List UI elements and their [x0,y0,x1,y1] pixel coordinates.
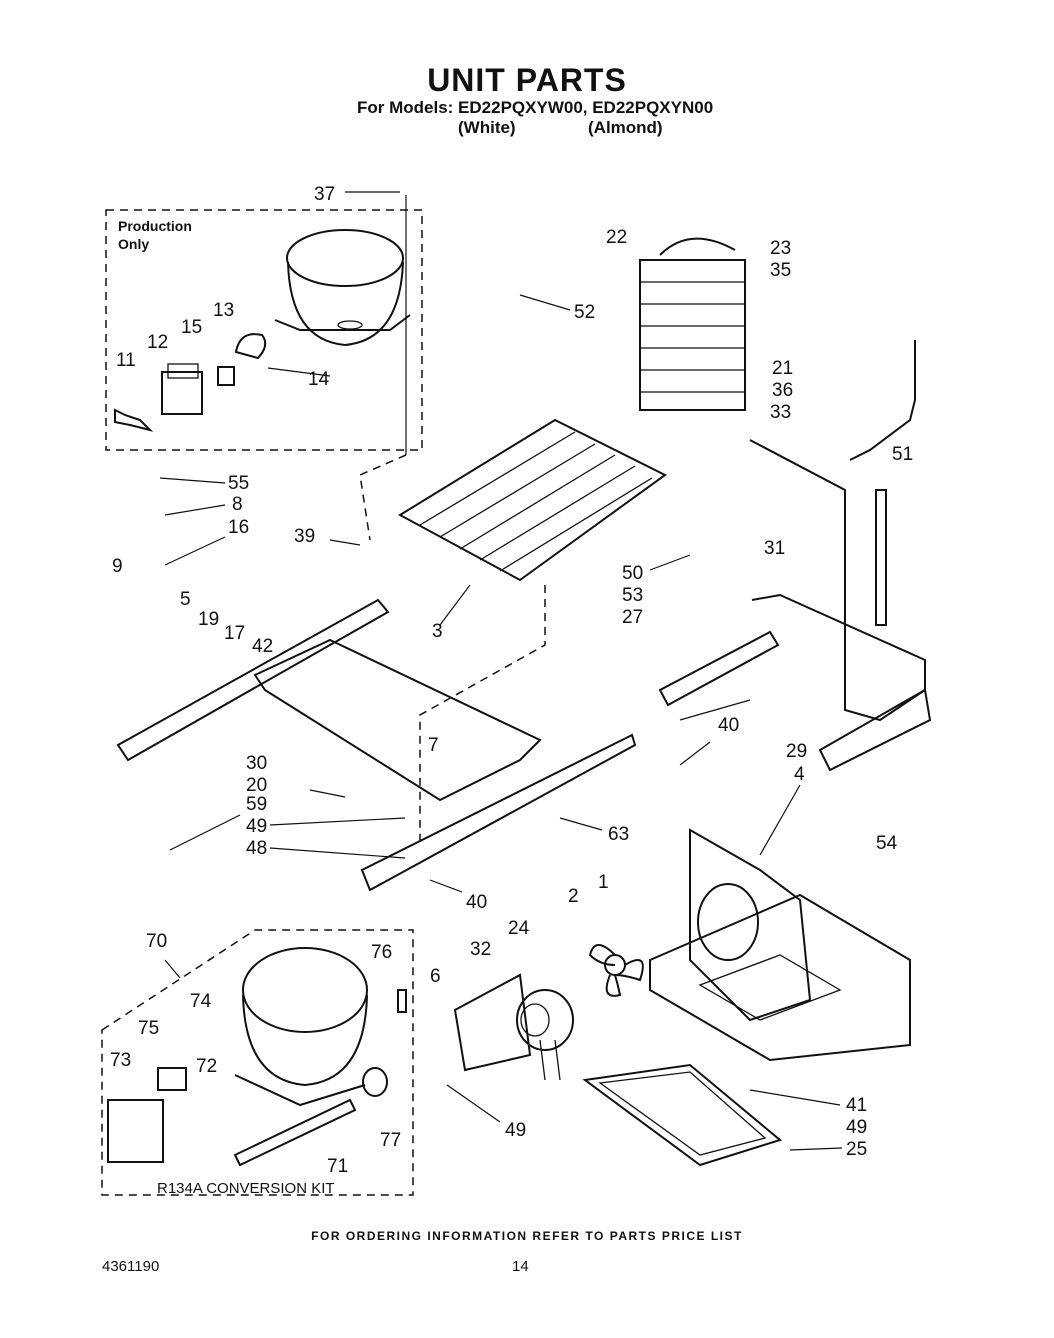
fan-bracket-32 [453,973,532,1072]
callout-12: 12 [147,332,168,353]
callout-13: 13 [213,300,234,321]
grommet-77 [362,1067,388,1097]
callout-33: 33 [770,402,791,423]
callout-59: 59 [246,794,267,815]
callout-40a: 40 [718,715,739,736]
compressor-bracket [649,828,911,1062]
callout-52: 52 [574,302,595,323]
callout-5: 5 [180,589,191,610]
page-title: UNIT PARTS [427,62,627,98]
callout-4: 4 [794,764,805,785]
document-number: 4361190 [102,1258,160,1275]
compressor-production [274,229,411,347]
callout-36: 36 [772,380,793,401]
condenser-coil [639,237,746,411]
mount-dash-evap [419,585,546,840]
callout-70: 70 [146,931,167,952]
callout-42: 42 [252,636,273,657]
callout-24: 24 [508,918,530,939]
clip-11 [114,408,154,432]
callout-21: 21 [772,358,793,379]
callout-39: 39 [294,526,315,547]
callout-53: 53 [622,585,643,606]
callout-75: 75 [138,1018,159,1039]
callout-54: 54 [876,833,898,854]
callout-27: 27 [622,607,643,628]
color-white-label: (White) [458,118,516,137]
callout-15: 15 [181,317,202,338]
conversion-kit-box [101,929,414,1196]
callout-51: 51 [892,444,913,465]
fan-motor [516,989,574,1081]
callout-25: 25 [846,1139,867,1160]
overload-relay [161,363,203,415]
callout-72: 72 [196,1056,217,1077]
refrigerant-loop [818,688,932,772]
harness-13 [234,333,267,360]
page-number: 14 [512,1258,529,1275]
relay-75 [157,1067,187,1091]
plug-76 [397,989,407,1013]
callout-6: 6 [430,966,441,987]
callout-9: 9 [112,556,123,577]
production-label-line1: Production [118,218,192,234]
callout-49c: 49 [846,1117,867,1138]
conversion-kit-label: R134A CONVERSION KIT [157,1180,335,1197]
ordering-note: FOR ORDERING INFORMATION REFER TO PARTS … [311,1229,743,1243]
callout-30: 30 [246,753,267,774]
compressor-kit [234,947,368,1107]
production-label-line2: Only [118,236,149,252]
refrigerant-tube-31 [749,439,926,722]
callout-23: 23 [770,238,791,259]
callout-1: 1 [598,872,609,893]
callout-37: 37 [314,184,335,205]
callout-63: 63 [608,824,629,845]
callout-22: 22 [606,227,627,248]
callout-32: 32 [470,939,491,960]
callout-16: 16 [228,517,249,538]
relay-cover-73 [107,1099,164,1163]
callout-17: 17 [224,623,245,644]
callout-71: 71 [327,1156,348,1177]
callout-20: 20 [246,775,267,796]
leader-lines [159,191,843,1151]
condenser-fan-blade [588,944,644,997]
callout-8: 8 [232,494,243,515]
drier-27 [658,630,780,707]
callout-76: 76 [371,942,392,963]
callout-50: 50 [622,563,643,584]
callout-40b: 40 [466,892,487,913]
callout-11: 11 [116,350,136,371]
callout-29: 29 [786,741,807,762]
terminal-cover-15 [217,366,235,386]
production-only-box [105,209,423,451]
drain-pan-25 [582,1063,783,1167]
drier-71 [233,1098,357,1167]
callout-14: 14 [308,369,330,390]
callout-48: 48 [246,838,267,859]
color-almond-label: (Almond) [588,118,663,137]
callout-19: 19 [198,609,219,630]
callout-41: 41 [846,1095,867,1116]
callout-3: 3 [432,621,443,642]
models-line: For Models: ED22PQXYW00, ED22PQXYN00 [357,98,714,117]
evaporator-coil [397,418,667,582]
callout-35: 35 [770,260,791,281]
callout-55: 55 [228,473,249,494]
base-frame-rails [116,598,637,892]
callout-7: 7 [428,735,439,756]
callout-74: 74 [190,991,212,1012]
callout-2: 2 [568,886,579,907]
mount-dash-39 [359,454,407,541]
callout-49a: 49 [246,816,267,837]
tube-33 [849,340,916,461]
callout-73: 73 [110,1050,131,1071]
callout-77: 77 [380,1130,401,1151]
callout-31: 31 [764,538,785,559]
callout-49b: 49 [505,1120,526,1141]
insulator-51 [875,489,887,626]
